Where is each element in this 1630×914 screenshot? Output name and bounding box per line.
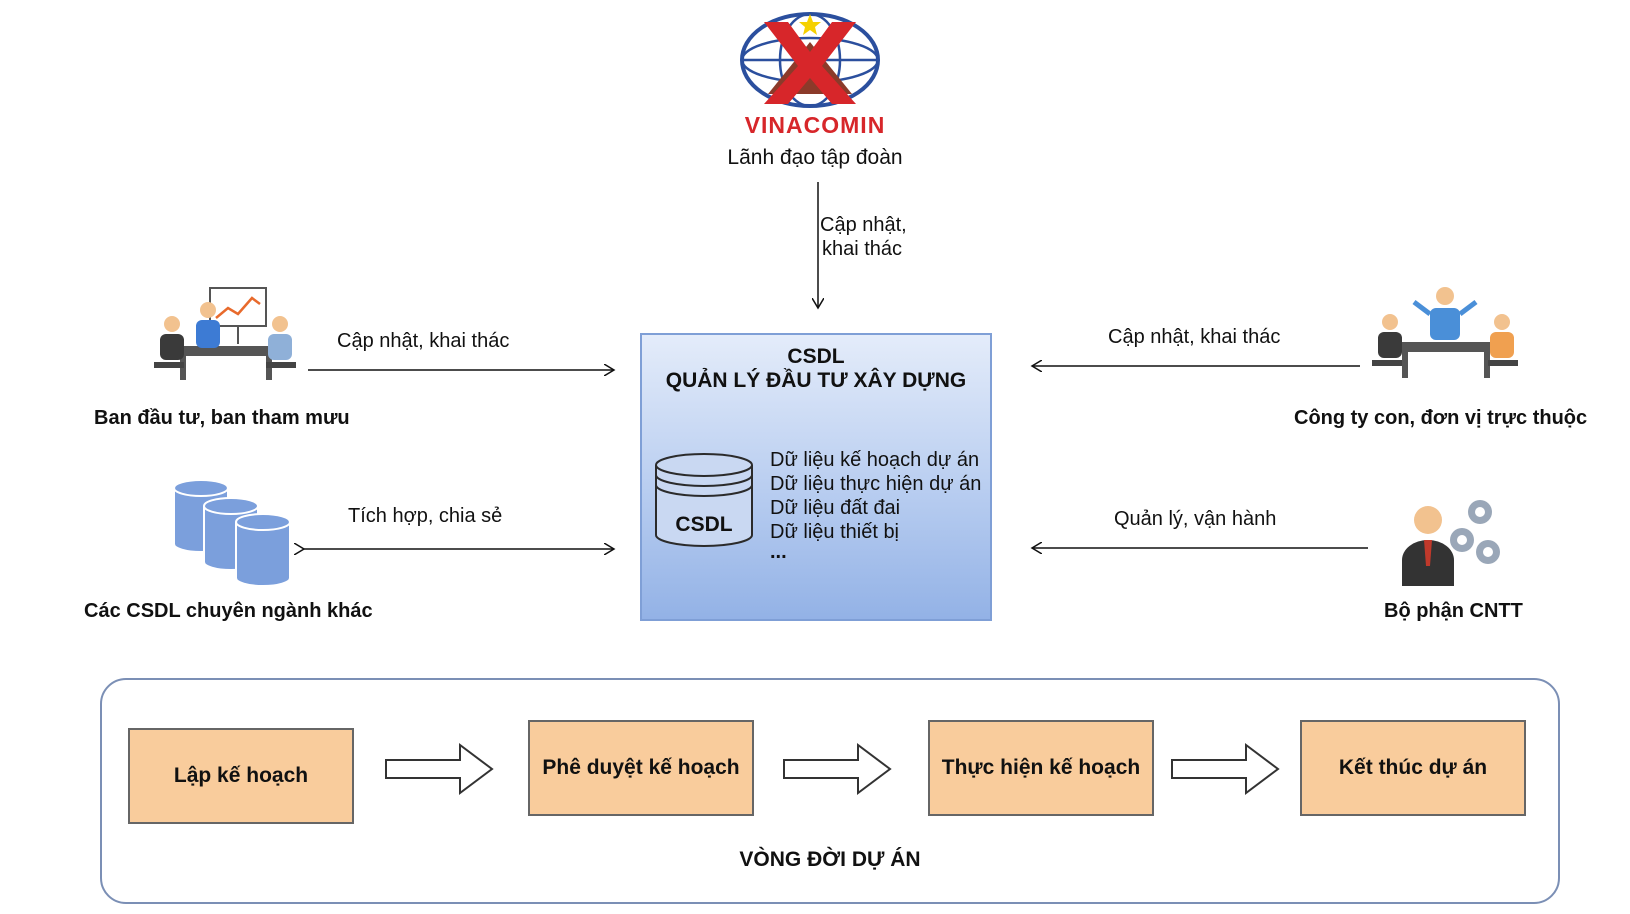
stage-execution: Thực hiện kế hoạch (928, 720, 1154, 816)
database-cylinder-icon (655, 453, 753, 547)
top-connector-label-line1: Cập nhật, (820, 214, 907, 236)
right-top-connector-label: Cập nhật, khai thác (1108, 326, 1281, 348)
stage-arrow-icon (783, 743, 892, 795)
central-title-line1: CSDL (787, 345, 845, 368)
it-department-icon (1402, 500, 1500, 586)
left-top-connector-label: Cập nhật, khai thác (337, 330, 510, 352)
logo-wordmark: VINACOMIN (744, 112, 886, 138)
data-item: Dữ liệu kế hoạch dự án (770, 449, 980, 471)
top-connector-label-line2: khai thác (822, 238, 903, 260)
top-node-label: Lãnh đạo tập đoàn (727, 146, 903, 169)
data-item: ... (770, 541, 787, 563)
central-title-line2: QUẢN LÝ ĐẦU TƯ XÂY DỰNG (665, 369, 967, 392)
right-top-node-label: Công ty con, đơn vị trực thuộc (1294, 407, 1588, 429)
central-database-box: CSDL QUẢN LÝ ĐẦU TƯ XÂY DỰNG CSDL Dữ liệ… (640, 333, 992, 621)
stage-closure: Kết thúc dự án (1300, 720, 1526, 816)
data-item: Dữ liệu thiết bị (770, 521, 900, 543)
project-lifecycle-panel: Lập kế hoạch Phê duyệt kế hoạch Thực hiệ… (100, 678, 1560, 904)
meeting-team-icon (154, 287, 296, 380)
lifecycle-title: VÒNG ĐỜI DỰ ÁN (739, 848, 921, 871)
left-bottom-node-label: Các CSDL chuyên ngành khác (84, 600, 373, 622)
stage-approval: Phê duyệt kế hoạch (528, 720, 754, 816)
left-top-node-label: Ban đầu tư, ban tham mưu (94, 407, 350, 429)
vinacomin-logo-icon (740, 12, 880, 108)
left-bottom-connector-label: Tích hợp, chia sẻ (348, 505, 503, 527)
stage-planning: Lập kế hoạch (128, 728, 354, 824)
database-cylinder-label: CSDL (675, 513, 733, 536)
data-item: Dữ liệu đất đai (770, 497, 901, 519)
stage-arrow-icon (1171, 743, 1280, 795)
data-item: Dữ liệu thực hiện dự án (770, 473, 982, 495)
subsidiaries-meeting-icon (1372, 287, 1518, 378)
stage-arrow-icon (385, 743, 494, 795)
right-bottom-node-label: Bộ phận CNTT (1384, 600, 1523, 622)
databases-icon (173, 479, 291, 587)
right-bottom-connector-label: Quản lý, vận hành (1114, 508, 1277, 530)
